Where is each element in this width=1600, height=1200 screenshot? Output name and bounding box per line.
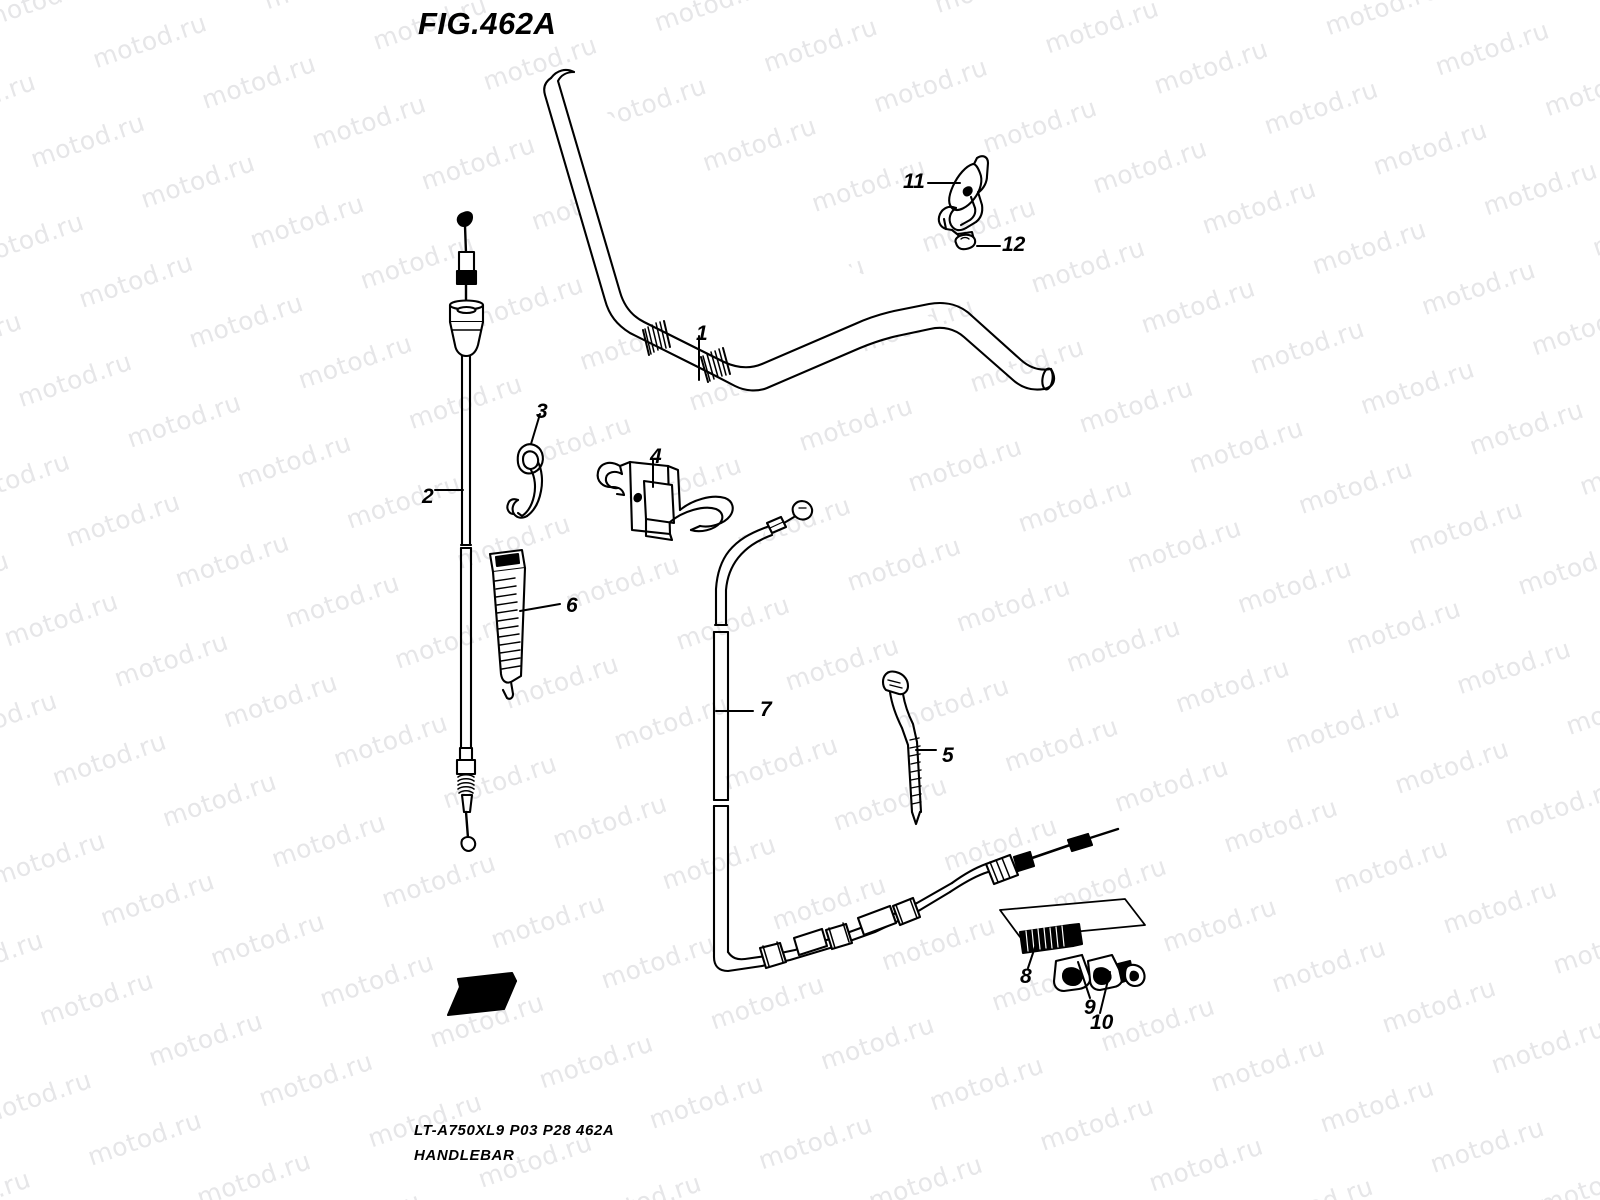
part-screw: [1018, 922, 1084, 955]
callout-3: 3: [536, 400, 548, 423]
part-cable-tie-long: [881, 670, 923, 826]
caption-line-model: LT-A750XL9 P03 P28 462A: [414, 1122, 615, 1139]
callout-7: 7: [760, 698, 772, 721]
callout-4: 4: [650, 445, 662, 468]
part-throttle-cable: [712, 500, 1120, 973]
part-spacer: [1052, 953, 1092, 993]
figure-caption: LT-A750XL9 P03 P28 462A HANDLEBAR: [414, 1118, 614, 1168]
part-cable-shield-plate: [999, 898, 1146, 938]
part-cable-bracket: [596, 460, 734, 542]
callout-10: 10: [1090, 1011, 1114, 1034]
caption-line-section: HANDLEBAR: [414, 1147, 515, 1164]
fwd-marker: [446, 971, 518, 1017]
part-cable-tie-short: [488, 548, 527, 700]
callout-2: 2: [422, 485, 434, 508]
callout-6: 6: [566, 594, 578, 617]
figure-title: FIG.462A: [418, 6, 557, 41]
part-handlebar: [543, 68, 1056, 392]
part-wire-clamp: [937, 155, 990, 244]
part-clutch-cable: [448, 211, 485, 853]
callout-9: 9: [1084, 996, 1096, 1019]
callout-5: 5: [942, 744, 954, 767]
callout-1: 1: [696, 322, 708, 345]
part-cable-joint: [1086, 953, 1146, 992]
part-clamp-bolt: [954, 230, 977, 251]
part-cable-guide-clip: [506, 443, 544, 519]
callout-12: 12: [1002, 233, 1026, 256]
callout-8: 8: [1020, 965, 1032, 988]
leader-lines: [434, 182, 1111, 1014]
callout-11: 11: [903, 170, 925, 193]
